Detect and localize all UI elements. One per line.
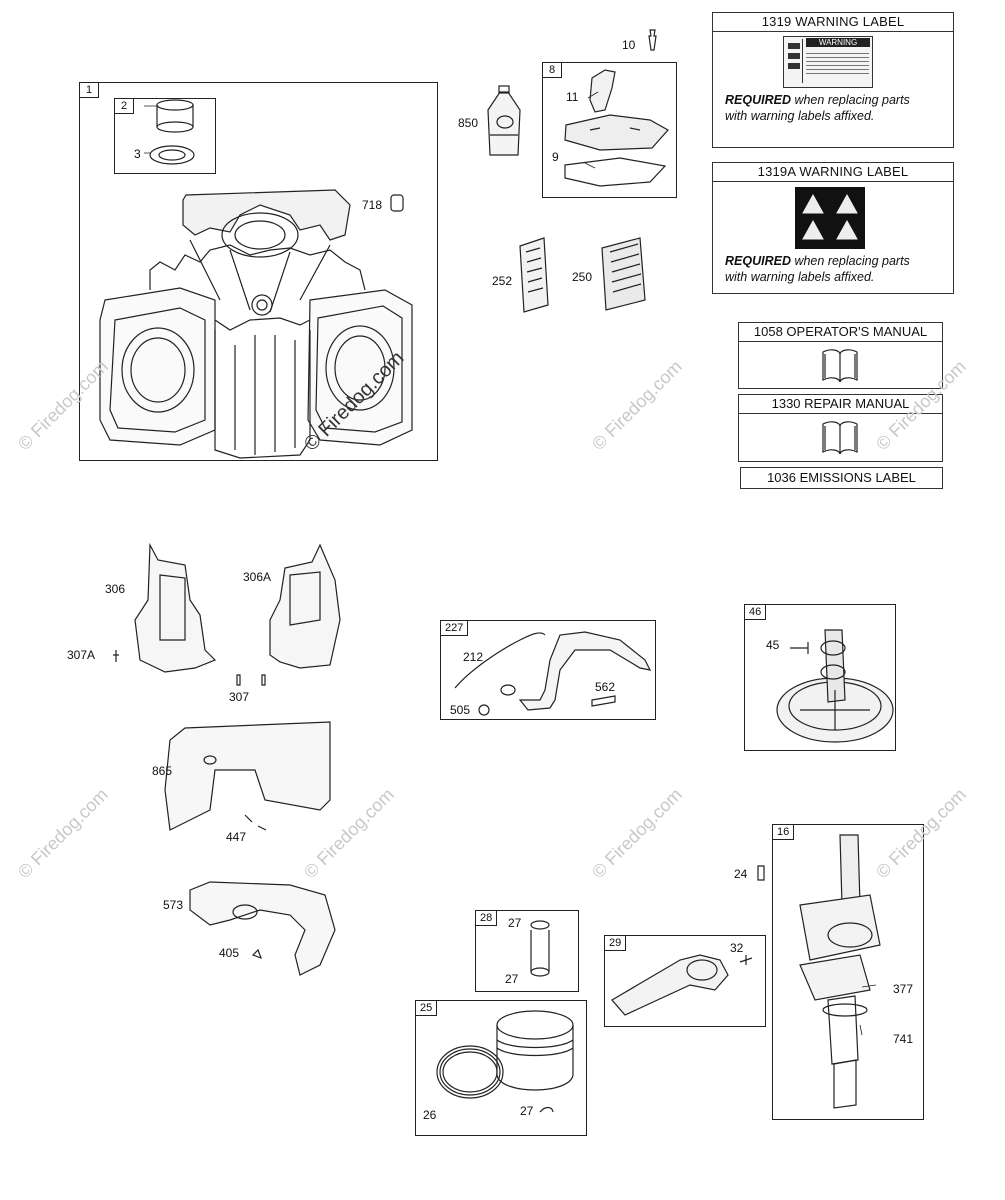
- piston-and-rings-drawing: [436, 1010, 574, 1113]
- callout-16: 16: [772, 824, 795, 840]
- warning-triangles-icon: [802, 193, 858, 240]
- callout-9: 9: [552, 150, 559, 164]
- operators-manual-1058: 1058 OPERATOR'S MANUAL: [738, 322, 943, 389]
- callout-377: 377: [893, 982, 914, 996]
- warning-sticker-title: WARNING: [806, 38, 870, 47]
- callout-306: 306: [105, 582, 126, 596]
- warning-pictogram-sticker: [795, 187, 865, 249]
- piston-pin-drawing: [530, 920, 550, 977]
- callout-307A: 307A: [67, 648, 96, 662]
- warning-label-1319A: 1319A WARNING LABEL REQUIRED when replac…: [712, 162, 954, 294]
- baffle-865-drawing: [164, 721, 331, 831]
- emissions-label-1036: 1036 EMISSIONS LABEL: [740, 467, 943, 489]
- screw-307-drawing: [236, 674, 266, 686]
- warning-label-1319-note-2: with warning labels affixed.: [725, 109, 875, 123]
- callout-227: 227: [440, 620, 469, 636]
- callout-865: 865: [152, 764, 173, 778]
- callout-741: 741: [893, 1032, 914, 1046]
- dowel-pin-drawing: [390, 194, 404, 212]
- repair-manual-1330: 1330 REPAIR MANUAL: [738, 394, 943, 462]
- operators-manual-title: 1058 OPERATOR'S MANUAL: [739, 323, 942, 342]
- callout-24: 24: [734, 867, 748, 881]
- callout-25: 25: [415, 1000, 438, 1016]
- warning-label-1319A-note-2: with warning labels affixed.: [725, 270, 875, 284]
- cylinder-block-drawing: [99, 189, 413, 459]
- callout-718: 718: [362, 198, 383, 212]
- callout-27-bottom: 27: [505, 972, 519, 986]
- part-group-2-box: 2: [114, 98, 216, 174]
- part-group-25-box: 25: [415, 1000, 587, 1136]
- warning-label-1319A-note: REQUIRED when replacing parts: [725, 254, 910, 268]
- callout-306A: 306A: [243, 570, 272, 584]
- breather-cover-drawing: [564, 69, 669, 187]
- repair-manual-title: 1330 REPAIR MANUAL: [739, 395, 942, 414]
- part-group-28-box: 28: [475, 910, 579, 992]
- connecting-rod-drawing: [611, 954, 753, 1016]
- callout-28: 28: [475, 910, 498, 926]
- leader-lines: [144, 91, 877, 1036]
- sealant-tube-drawing: [487, 85, 521, 156]
- callout-505: 505: [450, 703, 471, 717]
- plate-573-drawing: [189, 881, 336, 976]
- callout-10: 10: [622, 38, 636, 52]
- book-icon: [822, 349, 858, 383]
- part-group-1-box: 1: [79, 82, 438, 461]
- callout-27-ring: 27: [520, 1104, 534, 1118]
- callout-27-top: 27: [508, 916, 522, 930]
- callout-252: 252: [492, 274, 513, 288]
- part-group-16-box: 16: [772, 824, 924, 1120]
- camshaft-gear-drawing: [776, 629, 894, 743]
- callout-2: 2: [114, 98, 134, 114]
- callout-562: 562: [595, 680, 616, 694]
- warning-label-1319-title: 1319 WARNING LABEL: [713, 13, 953, 32]
- callout-45: 45: [766, 638, 780, 652]
- callout-573: 573: [163, 898, 184, 912]
- warning-sticker: WARNING: [783, 36, 873, 88]
- sleeve-and-seal-drawing: [149, 99, 195, 165]
- warning-sticker-text: [806, 50, 869, 77]
- callout-307: 307: [229, 690, 250, 704]
- callout-26: 26: [423, 1108, 437, 1122]
- warning-label-1319: 1319 WARNING LABEL WARNING REQUIRED when…: [712, 12, 954, 148]
- callout-11: 11: [566, 90, 579, 104]
- crankshaft-drawing: [757, 834, 881, 1109]
- air-guides-drawing: [113, 542, 341, 673]
- breather-filters-drawing: [519, 237, 646, 313]
- part-group-29-box: 29: [604, 935, 766, 1027]
- part-group-8-box: 8: [542, 62, 677, 198]
- callout-250: 250: [572, 270, 593, 284]
- part-group-227-box: 227: [440, 620, 656, 720]
- callout-8: 8: [542, 62, 562, 78]
- callout-3: 3: [134, 147, 141, 161]
- part-group-46-box: 46: [744, 604, 896, 751]
- emissions-label-title: 1036 EMISSIONS LABEL: [767, 470, 916, 485]
- warning-sticker-icons: [786, 39, 803, 83]
- callout-850: 850: [458, 116, 479, 130]
- callout-1: 1: [79, 82, 99, 98]
- governor-linkage-drawing: [454, 631, 652, 716]
- warning-label-1319-note: REQUIRED when replacing parts: [725, 93, 910, 107]
- screw-10-drawing: [648, 29, 657, 51]
- callout-32: 32: [730, 941, 744, 955]
- callout-29: 29: [604, 935, 627, 951]
- book-icon: [822, 421, 858, 455]
- callout-212: 212: [463, 650, 484, 664]
- warning-label-1319A-title: 1319A WARNING LABEL: [713, 163, 953, 182]
- callout-405: 405: [219, 946, 240, 960]
- callout-447: 447: [226, 830, 247, 844]
- callout-46: 46: [744, 604, 767, 620]
